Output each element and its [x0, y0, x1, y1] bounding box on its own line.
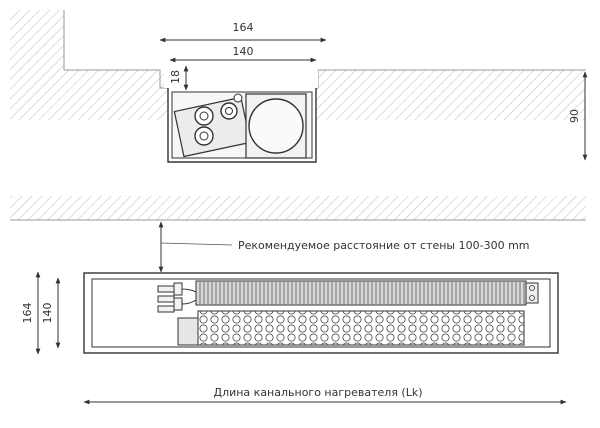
- fan-unit: [245, 93, 307, 159]
- wall-hatch: [10, 196, 586, 220]
- floor-outline: [63, 10, 168, 89]
- dim-label-18: 18: [169, 70, 182, 84]
- channel-length-label: Длина канального нагревателя (Lk): [213, 386, 422, 399]
- pipe-connections: [157, 282, 197, 313]
- floor-hatch: [10, 10, 586, 120]
- fin-block: [195, 280, 539, 306]
- dim-label-164: 164: [233, 21, 254, 34]
- dim-label-side-140: 140: [41, 303, 54, 324]
- dim-label-90: 90: [568, 109, 581, 123]
- pipe-fittings: [194, 93, 243, 146]
- wall-distance-leader: [160, 242, 233, 246]
- dim-label-side-164: 164: [21, 303, 34, 324]
- control-box: [177, 317, 199, 346]
- plan-view: Рекомендуемое расстояние от стены 100-30…: [10, 196, 586, 405]
- wall-distance-note: Рекомендуемое расстояние от стены 100-30…: [238, 239, 530, 252]
- cross-section-view: 164 140 18 90: [10, 10, 588, 163]
- fan-grille: [197, 310, 525, 346]
- dim-label-140: 140: [233, 45, 254, 58]
